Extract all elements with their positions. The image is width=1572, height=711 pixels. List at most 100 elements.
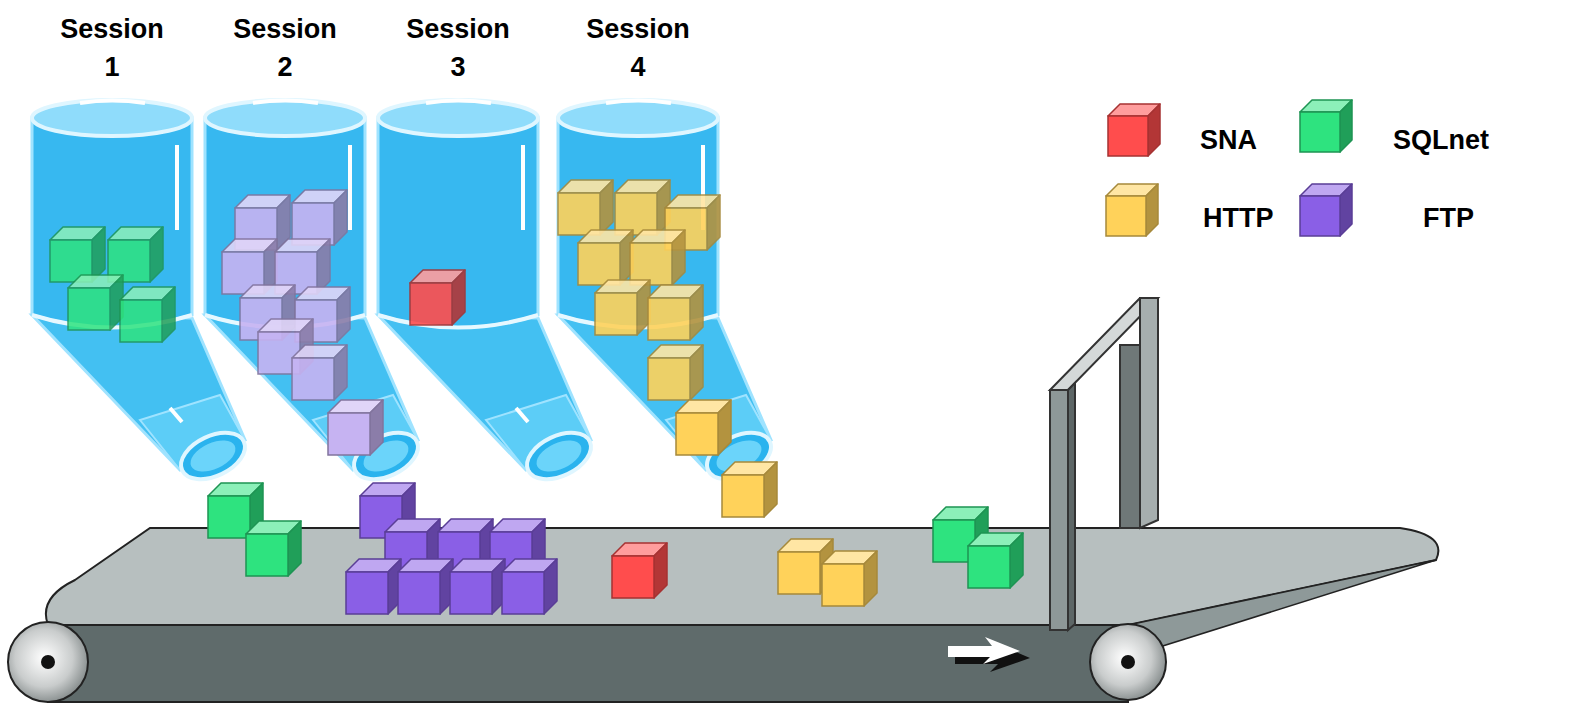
cube-side: [317, 239, 330, 294]
cube-front: [410, 283, 452, 325]
cube-front: [648, 298, 690, 340]
spout-highlight: [516, 408, 528, 422]
cube-top: [68, 275, 123, 288]
cube-side: [440, 559, 453, 614]
hopper-body: [205, 118, 365, 328]
cube-side: [620, 230, 633, 285]
cube-side: [532, 519, 545, 574]
scanner-gate: [1050, 298, 1158, 630]
cube-top: [648, 285, 703, 298]
session-label: Session 4: [579, 10, 697, 86]
spout-opening: [700, 424, 779, 489]
cube-front: [558, 193, 600, 235]
packet-cube: [595, 280, 650, 335]
packet-cube: [328, 400, 383, 455]
session-hopper: Session 4: [546, 0, 806, 500]
cube-side: [718, 400, 731, 455]
cube-top: [346, 559, 401, 572]
cube-front: [578, 243, 620, 285]
cube-top: [822, 551, 877, 564]
cube-top: [360, 483, 415, 496]
packet-cube: [410, 270, 465, 325]
gate-front-side: [1068, 383, 1075, 630]
belt-underside: [48, 622, 1128, 702]
cube-top: [410, 270, 465, 283]
cube-front: [120, 300, 162, 342]
packet-cube: [778, 539, 833, 594]
cube-top: [292, 345, 347, 358]
cube-side: [402, 483, 415, 538]
cube-top: [258, 319, 313, 332]
cube-front: [822, 564, 864, 606]
packet-cube: [648, 285, 703, 340]
cube-top: [933, 507, 988, 520]
spout-highlight: [170, 408, 182, 422]
cube-side: [110, 275, 123, 330]
session-label: Session 1: [53, 10, 171, 86]
legend-swatch: [1300, 184, 1352, 236]
cube-top: [595, 280, 650, 293]
hopper-band: [32, 315, 192, 328]
hopper-band: [378, 315, 538, 328]
hopper-body: [558, 118, 718, 328]
cube-top: [398, 559, 453, 572]
cube-front: [222, 252, 264, 294]
cube-front: [292, 203, 334, 245]
packet-cube: [346, 559, 401, 614]
cube-top: [235, 195, 290, 208]
cube-front: [665, 208, 707, 250]
cube-front: [50, 240, 92, 282]
cube-front: [612, 556, 654, 598]
spout-opening: [174, 424, 253, 489]
spout-hole: [532, 434, 586, 478]
cube-top: [120, 287, 175, 300]
cube-front: [1300, 196, 1340, 236]
cube-front: [258, 332, 300, 374]
hopper-rim-highlight: [606, 101, 671, 104]
cube-side: [690, 345, 703, 400]
hopper-rim: [32, 100, 192, 136]
cube-top: [240, 285, 295, 298]
hopper-rim: [378, 100, 538, 136]
cube-top: [50, 227, 105, 240]
cube-top: [275, 239, 330, 252]
cube-top: [222, 239, 277, 252]
packet-cube: [108, 227, 163, 282]
cube-side: [1340, 100, 1352, 152]
cube-side: [388, 559, 401, 614]
hopper-body: [378, 118, 538, 328]
cube-front: [615, 193, 657, 235]
cube-front: [1108, 116, 1148, 156]
cube-side: [657, 180, 670, 235]
packet-cube: [438, 519, 493, 574]
legend-label: FTP: [1423, 202, 1474, 234]
cube-side: [300, 319, 313, 374]
legend-swatch: [1106, 184, 1158, 236]
cube-side: [654, 543, 667, 598]
cube-front: [450, 572, 492, 614]
cube-top: [292, 190, 347, 203]
hopper-outline: [546, 0, 806, 500]
cube-front: [292, 358, 334, 400]
cube-top: [108, 227, 163, 240]
packet-cube: [490, 519, 545, 574]
cube-front: [235, 208, 277, 250]
cube-front: [630, 243, 672, 285]
cube-top: [558, 180, 613, 193]
hopper-rim: [558, 100, 718, 136]
packet-cube: [258, 319, 313, 374]
session-label: Session 3: [399, 10, 517, 86]
cube-top: [615, 180, 670, 193]
spout-opening: [520, 424, 599, 489]
packet-cube: [50, 227, 105, 282]
cube-top: [328, 400, 383, 413]
cube-side: [150, 227, 163, 282]
hopper-highlight: [175, 145, 179, 230]
cube-top: [778, 539, 833, 552]
legend-label: SQLnet: [1393, 124, 1489, 156]
cube-top: [295, 287, 350, 300]
cube-side: [277, 195, 290, 250]
packet-cube: [240, 285, 295, 340]
packet-cube: [615, 180, 670, 235]
hopper-rim-highlight: [80, 101, 145, 104]
